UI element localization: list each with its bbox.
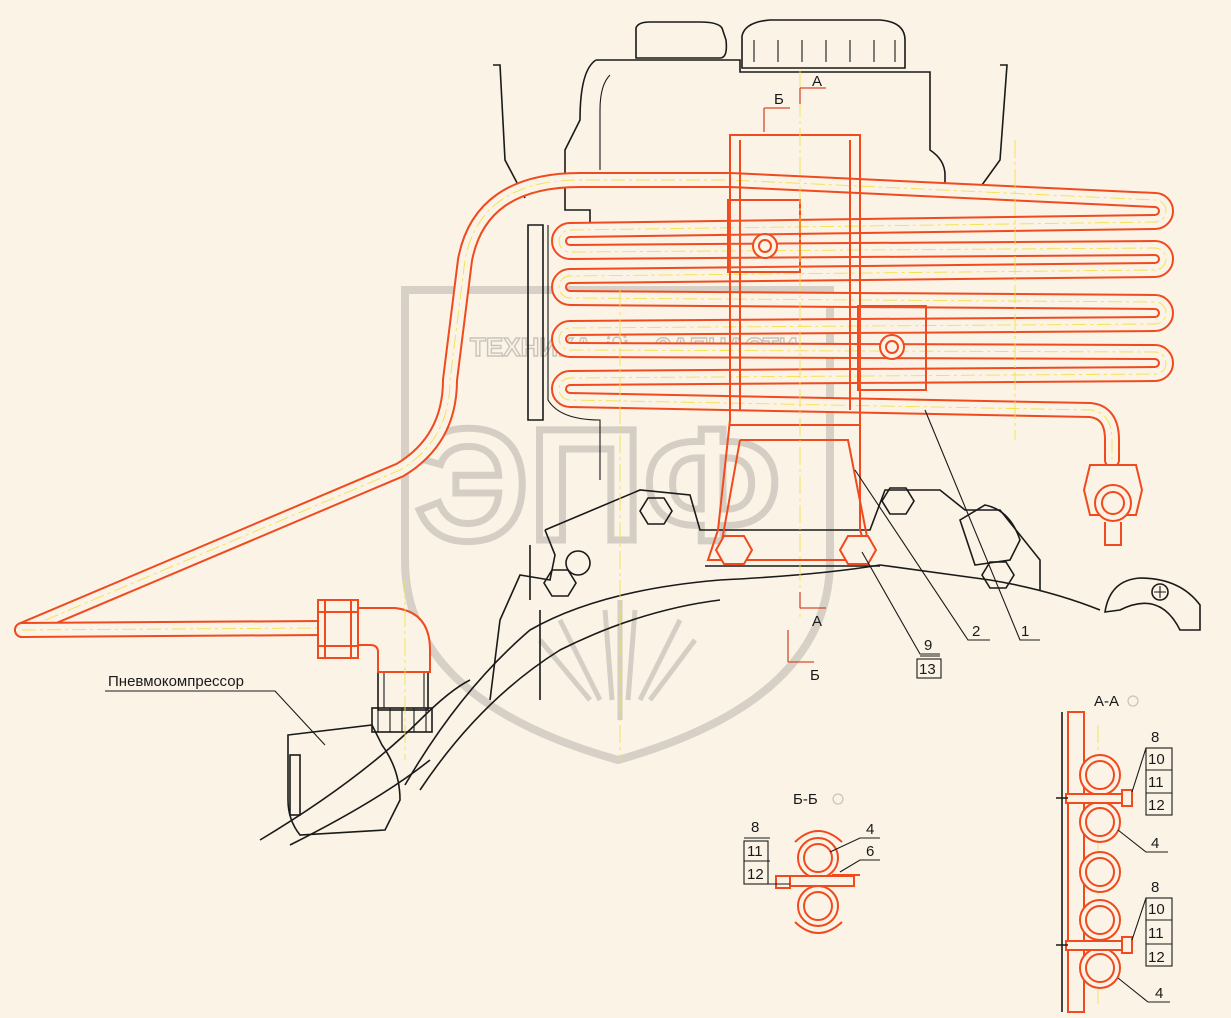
section-aa: А-А 8 10 11 12 4 8 10 11 12 (1056, 693, 1173, 1013)
section-aa-bottom-2: 11 (1148, 925, 1164, 942)
section-bb-title: Б-Б (793, 791, 818, 808)
centerlines (404, 70, 1016, 760)
section-bb-marker-icon (832, 793, 844, 805)
inlet-fitting (317, 599, 431, 673)
callout-item-2: 2 (972, 623, 980, 640)
section-bb-item-right-0: 4 (866, 821, 874, 838)
section-aa-top-0: 8 (1151, 729, 1159, 746)
section-mark-a-bottom: А (812, 613, 822, 630)
mounting-bracket (705, 134, 927, 567)
callout-item-13: 13 (919, 661, 936, 678)
wheat-emblem-icon (538, 600, 697, 720)
section-bb-tubes (775, 830, 860, 934)
section-bb-item-left-0: 8 (751, 819, 759, 836)
section-bb-item-right-1: 6 (866, 843, 874, 860)
section-aa-tubes (1056, 754, 1133, 989)
air-compressor (287, 667, 433, 836)
section-bb-item-left-2: 12 (747, 866, 764, 883)
section-aa-mid-item: 4 (1151, 835, 1159, 852)
callout-item-1: 1 (1021, 623, 1029, 640)
section-bb-item-left-1: 11 (747, 843, 763, 860)
section-mark-a-top: А (812, 73, 822, 90)
housing-outline (259, 19, 1201, 846)
section-marks: А Б А Б (763, 73, 826, 684)
section-mark-b-top: Б (774, 91, 784, 108)
callout-item-9: 9 (924, 637, 932, 654)
outlet-fitting (1082, 464, 1144, 546)
section-aa-title: А-А (1094, 693, 1119, 710)
section-aa-marker-icon (1127, 695, 1139, 707)
section-mark-b-bottom: Б (810, 667, 820, 684)
section-bb: Б-Б 8 11 12 4 6 (743, 791, 880, 934)
section-aa-bottom-item: 4 (1155, 985, 1163, 1002)
section-aa-top-2: 11 (1148, 774, 1164, 791)
coolant-tube-coil (14, 172, 1174, 673)
section-aa-top-1: 10 (1148, 751, 1165, 768)
section-aa-bottom-0: 8 (1151, 879, 1159, 896)
section-aa-bottom-3: 12 (1148, 949, 1165, 966)
callout-compressor: Пневмокомпрессор (108, 673, 244, 690)
section-aa-top-3: 12 (1148, 797, 1165, 814)
section-aa-bottom-1: 10 (1148, 901, 1165, 918)
callouts: Пневмокомпрессор 1 2 9 13 (105, 409, 1040, 746)
